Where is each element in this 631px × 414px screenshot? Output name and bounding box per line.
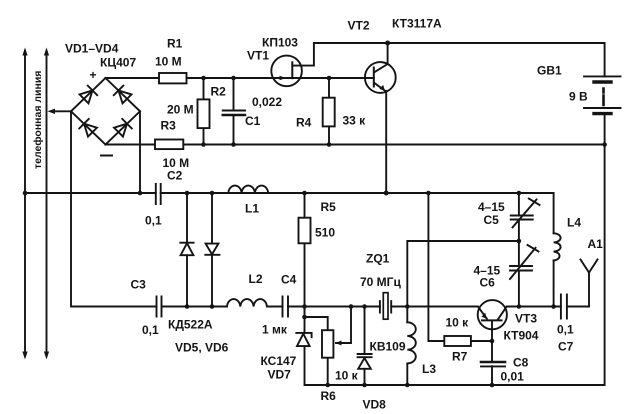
svg-text:R4: R4 [296,116,312,130]
svg-text:VT3: VT3 [515,312,537,326]
svg-text:C1: C1 [245,114,261,128]
svg-text:L4: L4 [567,216,581,230]
svg-text:КЦ407: КЦ407 [100,56,136,70]
svg-text:10 к: 10 к [446,316,470,330]
svg-text:0,1: 0,1 [557,323,574,337]
svg-text:C7: C7 [558,340,574,354]
svg-text:GB1: GB1 [537,64,562,78]
svg-text:VT2: VT2 [348,19,370,33]
svg-text:КС147: КС147 [261,354,297,368]
svg-text:0,022: 0,022 [252,95,282,109]
svg-text:КД522А: КД522А [168,318,213,332]
svg-text:C8: C8 [513,356,529,370]
svg-text:C6: C6 [480,276,496,290]
svg-text:VD7: VD7 [268,368,292,382]
svg-text:R1: R1 [167,37,183,51]
svg-text:10 М: 10 М [155,55,182,69]
svg-text:КП103: КП103 [262,36,298,50]
svg-text:R5: R5 [321,200,337,214]
svg-text:VD1–VD4: VD1–VD4 [65,42,119,56]
svg-text:1 мк: 1 мк [262,323,288,337]
svg-text:0,1: 0,1 [142,323,159,337]
svg-text:R2: R2 [211,85,227,99]
svg-text:L1: L1 [245,202,259,216]
svg-text:0,01: 0,01 [501,370,525,384]
svg-text:КТ3117А: КТ3117А [392,17,442,31]
svg-text:510: 510 [315,226,335,240]
svg-text:C2: C2 [167,169,183,183]
svg-text:телефонная линия: телефонная линия [32,71,44,169]
svg-text:ZQ1: ZQ1 [366,252,390,266]
svg-text:R6: R6 [321,389,337,403]
svg-text:VD8: VD8 [363,398,387,412]
svg-text:VD5, VD6: VD5, VD6 [175,341,229,355]
svg-text:0,1: 0,1 [145,214,162,228]
svg-text:10 к: 10 к [335,369,359,383]
svg-text:70 МГц: 70 МГц [360,275,401,289]
svg-text:10 М: 10 М [163,156,190,170]
svg-text:C4: C4 [281,273,297,287]
svg-text:R7: R7 [452,350,468,364]
svg-text:A1: A1 [588,237,604,251]
svg-text:20 М: 20 М [167,103,194,117]
svg-text:4–15: 4–15 [474,264,501,278]
svg-text:L2: L2 [249,272,263,286]
svg-text:C5: C5 [484,213,500,227]
svg-text:9 В: 9 В [569,90,588,104]
svg-text:R3: R3 [161,119,177,133]
svg-text:4–15: 4–15 [478,200,505,214]
svg-text:VT1: VT1 [247,49,269,63]
svg-text:L3: L3 [422,362,436,376]
svg-text:C3: C3 [131,278,147,292]
svg-text:КВ109: КВ109 [370,340,406,354]
svg-text:КТ904: КТ904 [504,329,539,343]
svg-text:33 к: 33 к [343,114,367,128]
svg-text:+: + [89,68,96,82]
